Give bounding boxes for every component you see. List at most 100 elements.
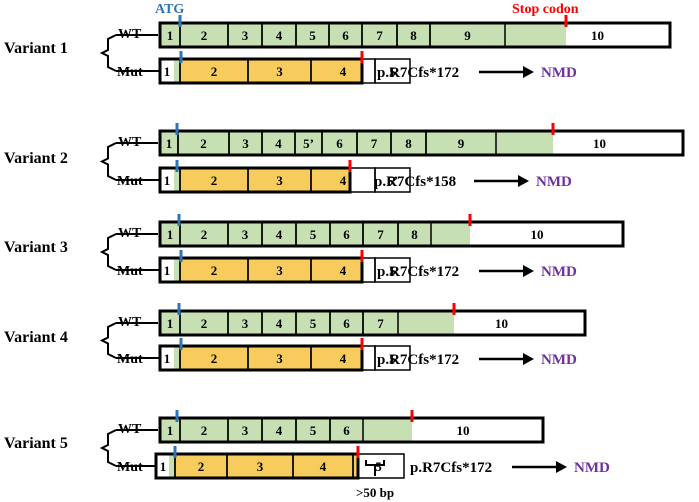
mut-coding-region (160, 346, 362, 370)
mut-exon-label: 4 (340, 173, 347, 188)
wt-utr-exon-label: 10 (593, 136, 606, 151)
gap-note: >50 bp (356, 485, 394, 500)
wt-label: WT (118, 315, 142, 330)
mut-exon1-coding-sliver (174, 346, 180, 370)
wt-exon-label: 6 (336, 136, 343, 151)
mut-exon-label: 1 (164, 263, 171, 278)
wt-transcript-outline (158, 416, 545, 444)
mut-transcript-outline (158, 57, 364, 85)
wt-utr-region (412, 418, 543, 442)
wt-exon-label: 1 (167, 28, 174, 43)
variant-name: Variant 3 (4, 239, 68, 256)
wt-exon-label: 6 (342, 28, 349, 43)
mut-exon1-coding-sliver (174, 59, 180, 83)
mut-exon-label: 3 (257, 459, 264, 474)
wt-exon-label: 2 (201, 423, 208, 438)
wt-exon-label: 6 (343, 423, 350, 438)
variant-name: Variant 4 (4, 329, 68, 346)
wt-utr-region (566, 23, 670, 47)
wt-exon-label: 6 (343, 227, 350, 242)
mut-exon-label: 3 (276, 64, 283, 79)
mut-exon-label: 2 (211, 173, 218, 188)
nmd-arrow-head (523, 353, 534, 365)
mut-label: Mut (117, 65, 143, 80)
wt-exon-label: 1 (167, 316, 174, 331)
wt-exon-label: 4 (275, 136, 282, 151)
nmd-label: NMD (541, 264, 577, 280)
mut-exon-label: 5 (389, 64, 396, 79)
mut-exon-cell (374, 167, 411, 193)
mut-exon1-coding-sliver (174, 258, 180, 282)
wt-transcript-outline (158, 21, 672, 49)
wt-exon-label: 8 (411, 227, 418, 242)
wt-exon-label: 9 (464, 28, 471, 43)
mut-coding-region (160, 258, 362, 282)
mut-exon-label: 2 (211, 263, 218, 278)
mut-transcript-outline (158, 344, 364, 372)
protein-change: p.R7Cfs*172 (377, 65, 459, 81)
wt-exon-label: 3 (242, 227, 249, 242)
wt-exon-label: 4 (276, 316, 283, 331)
stop-codon-label: Stop codon (512, 2, 579, 17)
mut-coding-region (160, 168, 350, 192)
wt-label: WT (118, 27, 142, 42)
wt-exon-label: 3 (242, 316, 249, 331)
wt-utr-exon-label: 10 (591, 28, 604, 43)
nmd-label: NMD (541, 352, 577, 368)
atg-label: ATG (155, 2, 184, 17)
nmd-arrow-head (523, 265, 534, 277)
wt-exon-label: 4 (276, 227, 283, 242)
wt-exon-label: 2 (201, 316, 208, 331)
wt-exon-label: 5’ (303, 136, 314, 151)
mut-coding-region (160, 59, 362, 83)
wt-exon-label: 2 (201, 227, 208, 242)
wt-label: WT (118, 422, 142, 437)
mut-exon-label: 2 (211, 351, 218, 366)
variant-bracket (99, 233, 117, 271)
mut-exon-label: 2 (198, 459, 205, 474)
nmd-arrow-head (523, 66, 534, 78)
wt-exon-label: 2 (200, 136, 207, 151)
wt-exon-label: 9 (458, 136, 465, 151)
protein-change: p.R7Cfs*172 (377, 264, 459, 280)
mut-exon-label: 1 (164, 64, 171, 79)
mut-transcript-outline (158, 256, 364, 284)
wt-exon-label: 3 (242, 136, 249, 151)
wt-exon-label: 7 (376, 28, 383, 43)
wt-exon-label: 1 (167, 423, 174, 438)
mut-exon-label: 5 (375, 459, 382, 474)
mut-transcript-outline (154, 452, 360, 480)
mut-exon-label: 3 (276, 263, 283, 278)
mut-exon-label: 1 (160, 459, 167, 474)
wt-exon-label: 5 (310, 316, 317, 331)
wt-transcript-outline (158, 309, 587, 337)
wt-exon-label: 4 (276, 28, 283, 43)
mut-exon-label: 4 (340, 351, 347, 366)
mut-label: Mut (117, 174, 143, 189)
wt-exon-label: 2 (201, 28, 208, 43)
mut-exon-label: 3 (276, 173, 283, 188)
mut-exon-label: 1 (164, 351, 171, 366)
wt-transcript-outline (158, 220, 625, 248)
protein-change: p.R7Cfs*158 (374, 174, 456, 190)
wt-label: WT (118, 135, 142, 150)
wt-exon-label: 3 (242, 423, 249, 438)
mut-exon-cell (352, 453, 405, 479)
mut-label: Mut (117, 264, 143, 279)
wt-transcript-outline (158, 129, 685, 157)
variant-bracket (99, 34, 117, 72)
mut-exon-label: 5 (389, 263, 396, 278)
mut-label: Mut (117, 460, 143, 475)
wt-exon-label: 7 (377, 316, 384, 331)
wt-coding-region (160, 418, 412, 442)
variant-name: Variant 5 (4, 435, 68, 452)
wt-utr-region (553, 131, 683, 155)
mut-exon1-coding-sliver (169, 454, 175, 478)
wt-exon-label: 5 (310, 227, 317, 242)
wt-exon-label: 8 (405, 136, 412, 151)
mut-exon-label: 4 (320, 459, 327, 474)
mut-exon-label: 1 (164, 173, 171, 188)
